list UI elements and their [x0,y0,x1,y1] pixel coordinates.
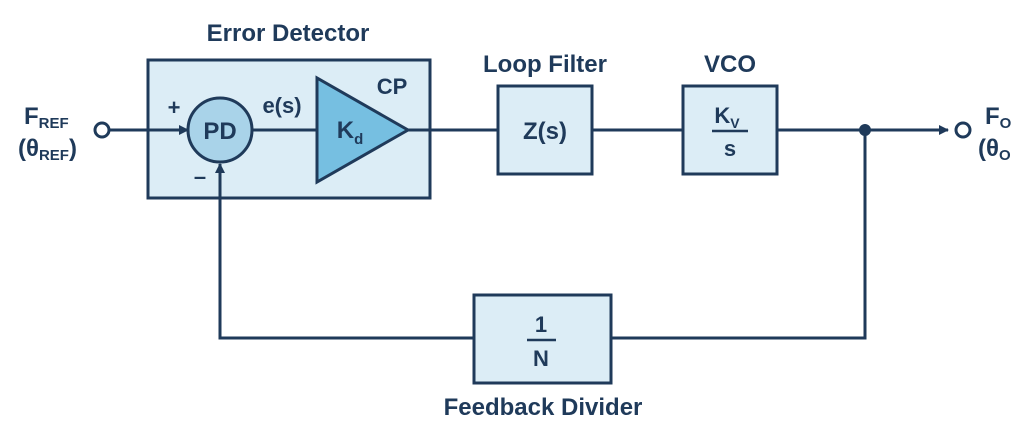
feedback-path-right [611,130,867,340]
feedback-divider-title: Feedback Divider [444,394,643,421]
minus-sign: – [194,164,206,189]
charge-pump-triangle [315,75,412,185]
loop-filter-title: Loop Filter [483,51,607,78]
fout-sub: O [1000,115,1012,132]
fref-label: FREF [24,103,69,132]
div-denominator: N [533,346,549,371]
zs-label: Z(s) [523,118,567,145]
theta-ref-sub: REF [39,147,69,164]
fref-sub: REF [39,115,69,132]
fref-main: F [24,103,39,130]
feedback-path-left [215,163,474,340]
theta-out-sub: O [999,147,1011,164]
div-numerator: 1 [535,312,547,337]
error-detector-title: Error Detector [207,20,370,47]
pd-label: PD [203,118,236,145]
output-terminal [954,121,972,139]
kd-main: K [337,117,355,144]
theta-ref-label: (θREF) [18,135,77,164]
theta-out-open: (θ [978,135,999,162]
kv-denominator: s [724,136,736,161]
kv-numerator: KV [714,103,740,131]
plus-sign: + [168,95,181,120]
loop-filter-box [496,84,594,176]
theta-ref-close: ) [69,135,77,162]
theta-ref-open: (θ [18,135,39,162]
kd-label: Kd [337,117,364,148]
vco-title: VCO [704,51,756,78]
fout-label: FO [985,103,1012,132]
kd-sub: d [354,131,363,148]
error-signal-label: e(s) [262,93,301,118]
kv-sub: V [730,115,740,131]
kv-main: K [714,103,730,128]
input-terminal [93,121,111,139]
theta-out-label: (θO [978,135,1011,164]
cp-label: CP [377,74,408,99]
fout-main: F [985,103,1000,130]
